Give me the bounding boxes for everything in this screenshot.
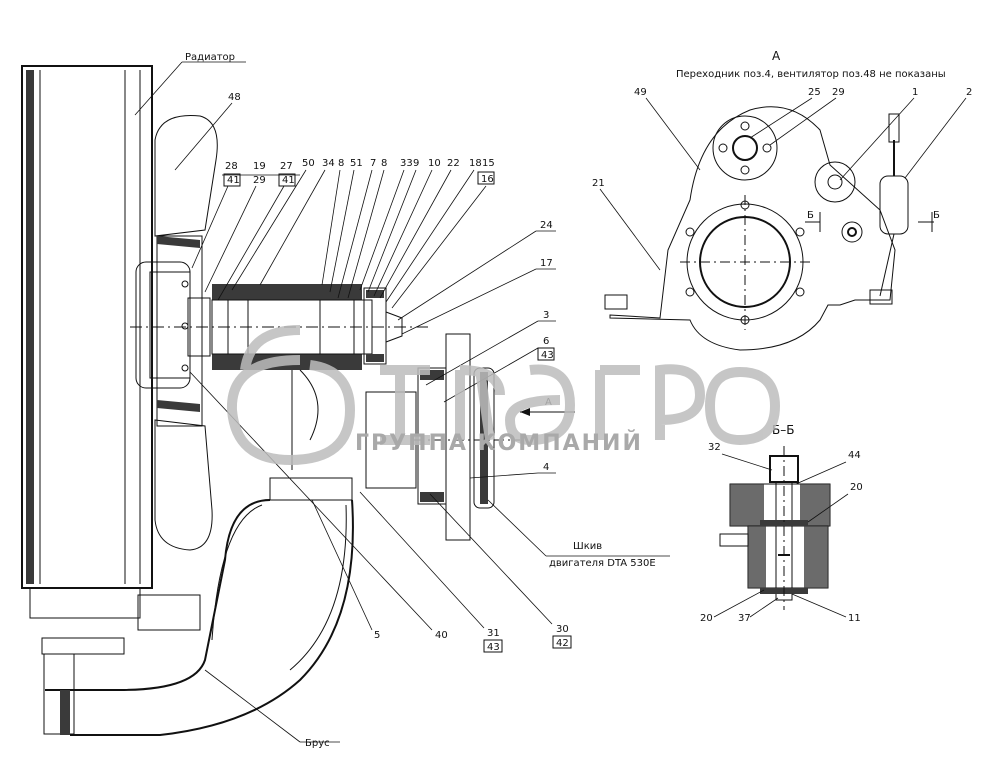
- section-bb-callouts: 32 44 20 20 37 11: [700, 442, 863, 624]
- callout-a-21: 21: [592, 178, 605, 189]
- callout-a-49: 49: [634, 87, 647, 98]
- callout-31: 31: [487, 628, 500, 639]
- callout-bb-32: 32: [708, 442, 721, 453]
- callout-6: 6: [543, 336, 549, 347]
- callout-48: 48: [228, 92, 241, 103]
- label-pulley-1: Шкив: [573, 541, 602, 552]
- callout-40: 40: [435, 630, 448, 641]
- watermark-logo: [226, 325, 781, 466]
- section-bb-drawing: [719, 446, 831, 610]
- callout-24: 24: [540, 220, 553, 231]
- callout-bb-11: 11: [848, 613, 861, 624]
- callout-bb-37: 37: [738, 613, 751, 624]
- label-pulley-2: двигателя DTA 530E: [549, 558, 656, 569]
- view-a-drawing: [604, 106, 909, 351]
- callout-a-1: 1: [912, 87, 918, 98]
- callout-16: 16: [481, 174, 494, 185]
- watermark-sub: ГРУППА КОМПАНИЙ: [355, 430, 643, 456]
- label-radiator: Радиатор: [185, 52, 235, 63]
- main-leader-lines: [191, 169, 487, 309]
- callout-a-29: 29: [832, 87, 845, 98]
- svg-text:Б: Б: [933, 210, 940, 221]
- right-callouts: 24 17 3 6 43 4: [397, 220, 556, 479]
- callout-29: 29: [253, 175, 266, 186]
- callout-8b: 8: [381, 158, 387, 169]
- radiator: [21, 65, 201, 631]
- callout-41a: 41: [227, 175, 240, 186]
- view-a-note: Переходник поз.4, вентилятор поз.48 не п…: [676, 69, 946, 80]
- callout-27: 27: [280, 161, 293, 172]
- callout-28: 28: [225, 161, 238, 172]
- callout-33: 33: [400, 158, 413, 169]
- callout-18: 18: [469, 158, 482, 169]
- callout-4: 4: [543, 462, 549, 473]
- callout-3: 3: [543, 310, 549, 321]
- cut-line-b: Б Б: [805, 210, 940, 232]
- fan: [135, 115, 218, 551]
- callout-51: 51: [350, 158, 363, 169]
- callout-a-25: 25: [808, 87, 821, 98]
- callout-42: 42: [556, 638, 569, 649]
- callout-bb-44: 44: [848, 450, 861, 461]
- callout-43a: 43: [541, 350, 554, 361]
- callout-a-2: 2: [966, 87, 972, 98]
- callout-bb-20b: 20: [700, 613, 713, 624]
- svg-text:Б: Б: [807, 210, 814, 221]
- callout-17: 17: [540, 258, 553, 269]
- main-callouts: 28 41 19 29 27 41 50 34 8 51 7 8 33 9 10…: [223, 158, 495, 187]
- view-a-callouts: 49 25 29 1 2 21: [592, 87, 972, 271]
- callout-34: 34: [322, 158, 335, 169]
- view-a-label: А: [772, 49, 781, 63]
- label-beam: Брус: [305, 738, 330, 749]
- support-frame: [41, 477, 354, 736]
- callout-15: 15: [482, 158, 495, 169]
- callout-5: 5: [374, 630, 380, 641]
- callout-41b: 41: [282, 175, 295, 186]
- callout-8a: 8: [338, 158, 344, 169]
- callout-9: 9: [413, 158, 419, 169]
- callout-30: 30: [556, 624, 569, 635]
- watermark-brand: белагро: [5, 773, 10, 776]
- callout-bb-20a: 20: [850, 482, 863, 493]
- callout-43b: 43: [487, 642, 500, 653]
- callout-50: 50: [302, 158, 315, 169]
- callout-10: 10: [428, 158, 441, 169]
- callout-7: 7: [370, 158, 376, 169]
- callout-22: 22: [447, 158, 460, 169]
- section-bb-label: Б–Б: [772, 423, 794, 437]
- callout-19: 19: [253, 161, 266, 172]
